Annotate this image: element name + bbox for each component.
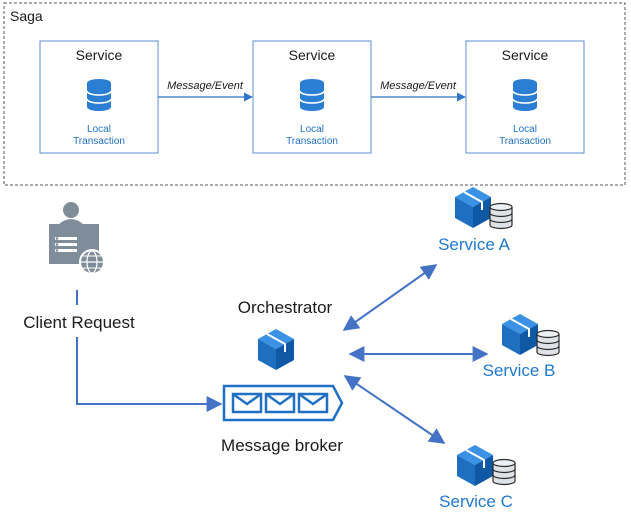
saga-service-box-1: Service Local Transaction <box>39 40 159 154</box>
saga-service-label: Service <box>76 47 123 63</box>
database-icon <box>86 78 112 112</box>
service-c-label: Service C <box>439 492 513 511</box>
message-broker-icon <box>222 384 344 422</box>
saga-service-label: Service <box>289 47 336 63</box>
service-b-label: Service B <box>483 361 556 380</box>
local-transaction-line2: Transaction <box>499 136 551 147</box>
service-a-database-icon <box>489 202 513 230</box>
service-a-node: Service A <box>438 186 513 254</box>
service-c-database-icon <box>492 458 516 486</box>
saga-service-box-3: Service Local Transaction <box>465 40 585 154</box>
local-transaction-line2: Transaction <box>286 136 338 147</box>
orchestrator-label: Orchestrator <box>238 298 333 317</box>
local-transaction-line1: Local <box>513 124 537 135</box>
message-event-label-1: Message/Event <box>167 80 244 92</box>
orchestrator-service-a-arrow <box>342 264 438 331</box>
service-b-cube-icon <box>501 313 539 356</box>
service-b-database-icon <box>536 329 560 357</box>
database-icon <box>512 78 538 112</box>
local-transaction-line1: Local <box>87 124 111 135</box>
service-c-cube-icon <box>456 444 494 487</box>
saga-service-label: Service <box>502 47 549 63</box>
client-to-broker-arrow <box>76 337 223 412</box>
message-event-label-2: Message/Event <box>380 80 457 92</box>
orchestrator-cube-icon <box>257 328 295 371</box>
database-icon <box>299 78 325 112</box>
saga-title: Saga <box>10 8 43 24</box>
client-request-icon <box>49 202 105 275</box>
service-b-node: Service B <box>483 313 560 380</box>
local-transaction-line1: Local <box>300 124 324 135</box>
service-a-label: Service A <box>438 235 510 254</box>
client-request-label: Client Request <box>23 313 135 332</box>
service-c-node: Service C <box>439 444 516 511</box>
orchestrator-service-c-arrow <box>343 375 446 444</box>
local-transaction-line2: Transaction <box>73 136 125 147</box>
message-broker-label: Message broker <box>221 436 343 455</box>
service-a-cube-icon <box>454 186 492 229</box>
saga-service-box-2: Service Local Transaction <box>252 40 372 154</box>
saga-container <box>3 2 626 186</box>
